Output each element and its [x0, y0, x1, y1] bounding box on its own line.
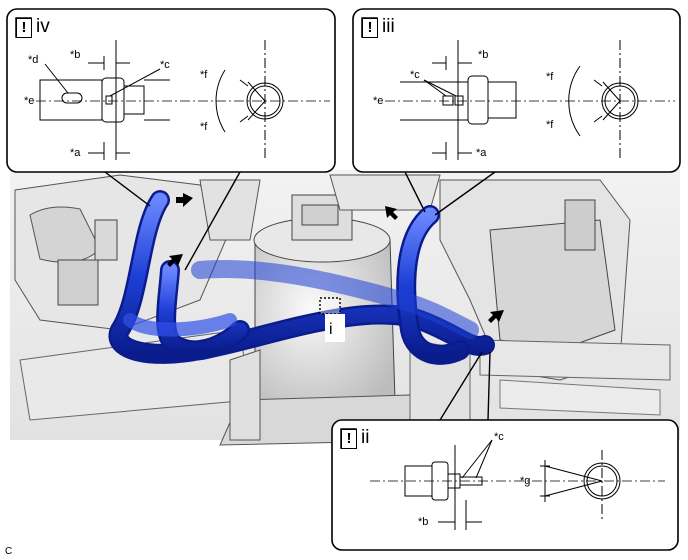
coolant-hoses [108, 190, 495, 365]
figure-code: C [5, 546, 13, 557]
leader-lines [104, 171, 496, 421]
label-b-iii: *b [478, 49, 489, 61]
label-e-iii: *e [373, 95, 384, 107]
label-g-ii: *g [520, 475, 531, 487]
caution-icon: ! [341, 429, 357, 449]
label-d-iv: *d [28, 54, 39, 66]
callout-box-iv [6, 8, 336, 173]
callout-title-iv: iv [36, 16, 50, 37]
label-f2-iii: *f [546, 119, 554, 131]
callout-title-ii: ii [361, 427, 370, 448]
label-f1-iv: *f [200, 69, 208, 81]
label-c-iii: *c [410, 69, 420, 81]
label-c-iv: *c [160, 59, 170, 71]
callout-title-iii: iii [382, 16, 395, 37]
location-marker-i: i [329, 321, 333, 338]
callout-box-ii [331, 419, 679, 551]
label-a-iii: *a [476, 147, 487, 159]
label-f2-iv: *f [200, 121, 208, 133]
callout-box-iii [352, 8, 681, 173]
label-f1-iii: *f [546, 71, 554, 83]
label-a-iv: *a [70, 147, 81, 159]
label-c-ii: *c [494, 431, 504, 443]
label-b-ii: *b [418, 516, 429, 528]
label-e-iv: *e [24, 95, 35, 107]
caution-icon: ! [16, 18, 32, 38]
caution-icon: ! [362, 18, 378, 38]
label-b-iv: *b [70, 49, 81, 61]
location-arrows [167, 193, 504, 323]
